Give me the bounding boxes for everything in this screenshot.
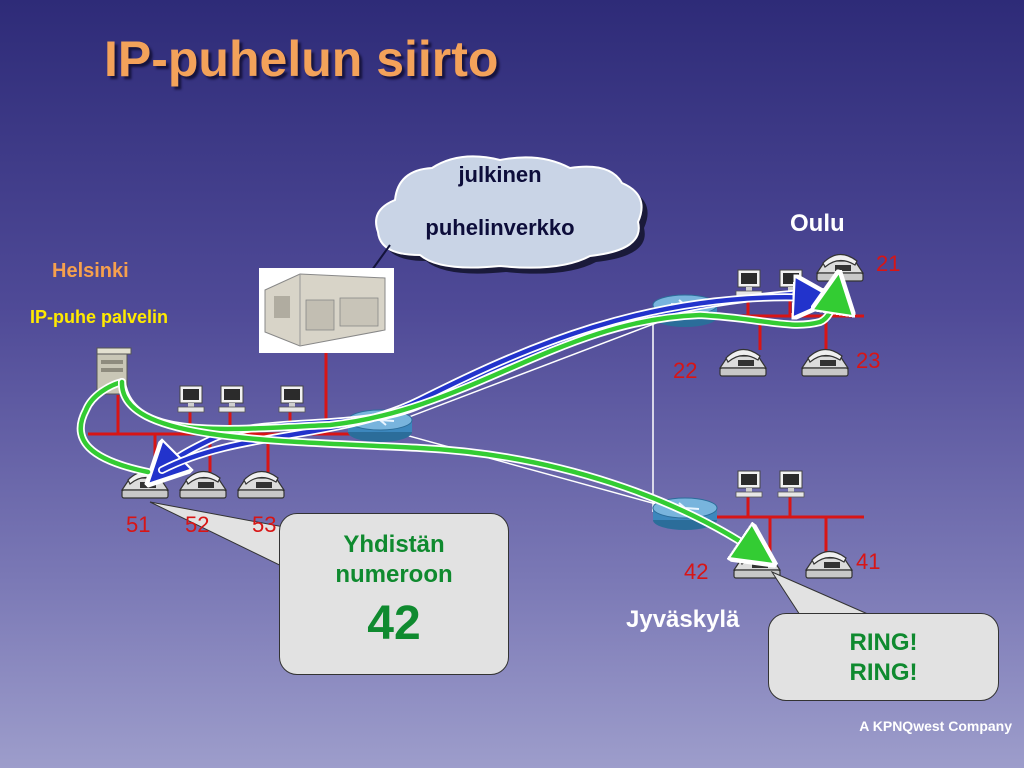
phone-icon	[719, 348, 767, 377]
phone-number-42: 42	[684, 559, 709, 584]
phone-icon	[801, 348, 849, 377]
phone-number-23: 23	[856, 348, 881, 373]
callout-dial-line1: Yhdistän	[343, 531, 445, 558]
computer-icon	[735, 269, 763, 297]
callout-dial-pointer	[149, 501, 301, 576]
computer-icon	[777, 470, 805, 498]
slide-title: IP-puhelun siirto	[104, 31, 499, 87]
wan-links	[379, 311, 686, 513]
callout-dial-number: 42	[367, 597, 421, 650]
phone-number-53: 53	[252, 512, 277, 537]
pbx-photo	[259, 268, 394, 353]
site-label-oulu: Oulu	[790, 210, 845, 237]
cloud-label-line1: julkinen	[458, 162, 542, 187]
callout-ring-line2: RING!	[849, 659, 918, 686]
phone-icon	[237, 470, 285, 499]
callout-ring: RING! RING!	[768, 613, 999, 701]
cloud-label-line2: puhelinverkko	[425, 215, 575, 240]
cloud-icon	[375, 155, 648, 274]
callout-dial: Yhdistän numeroon 42	[279, 513, 509, 675]
callout-dial-line2: numeroon	[335, 561, 453, 588]
computer-icon	[735, 470, 763, 498]
cloud-connector	[371, 244, 391, 271]
phone-number-22: 22	[673, 358, 698, 383]
server-label: IP-puhe palvelin	[30, 307, 169, 327]
computer-icon	[278, 385, 306, 413]
phone-icon	[805, 550, 853, 579]
site-label-jyvaskyla: Jyväskylä	[626, 606, 740, 633]
footer-company: A KPNQwest Company	[859, 718, 1012, 734]
phone-number-51: 51	[126, 512, 151, 537]
computer-icon	[218, 385, 246, 413]
phone-icon	[179, 470, 227, 499]
phone-number-41: 41	[856, 549, 881, 574]
jyvaskyla-lan	[700, 497, 864, 552]
voice-path	[76, 292, 836, 553]
phone-icon	[816, 253, 864, 282]
computer-icon	[177, 385, 205, 413]
site-label-helsinki: Helsinki	[52, 260, 129, 282]
phone-number-52: 52	[185, 512, 210, 537]
phone-number-21: 21	[876, 251, 901, 276]
callout-ring-line1: RING!	[849, 629, 918, 656]
